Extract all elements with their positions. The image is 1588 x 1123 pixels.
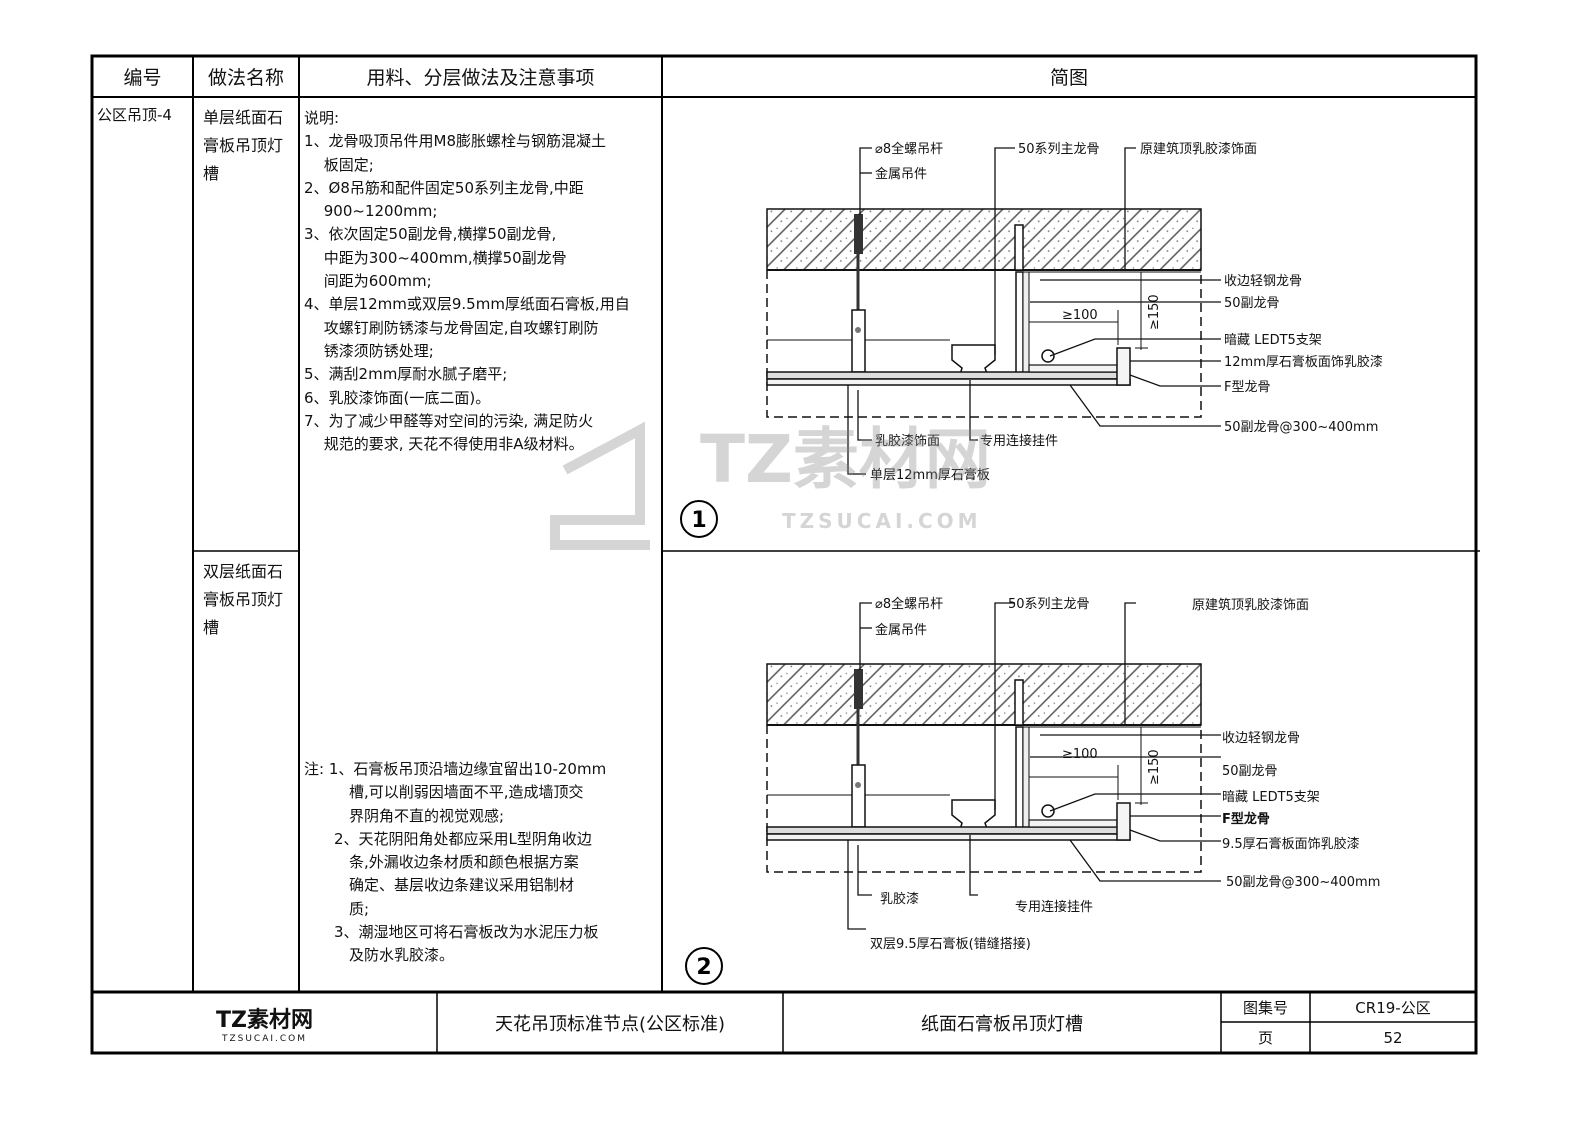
label-f-keel: F型龙骨 xyxy=(1222,811,1270,827)
detail-1-number: 1 xyxy=(691,508,706,533)
drawing-title: 纸面石膏板吊顶灯槽 xyxy=(921,1014,1083,1035)
note-line: 质; xyxy=(304,899,370,918)
detail-2-number: 2 xyxy=(696,955,711,980)
label-board-paint: 12mm厚石膏板面饰乳胶漆 xyxy=(1224,354,1383,370)
page-label: 页 xyxy=(1257,1029,1273,1047)
label-connector: 专用连接挂件 xyxy=(980,433,1058,449)
method-name-1: 单层纸面石 膏板吊顶灯 槽 xyxy=(203,104,283,188)
description-line: 2、Ø8吊筋和配件固定50系列主龙骨,中距 xyxy=(304,178,584,197)
description-line: 攻螺钉刷防锈漆与龙骨固定,自攻螺钉刷防 xyxy=(304,318,599,337)
detail-2-labels: ⌀8全螺吊杆 金属吊件 50系列主龙骨 原建筑顶乳胶漆饰面 收边轻钢龙骨 50副… xyxy=(870,596,1380,952)
label-connector: 专用连接挂件 xyxy=(1015,899,1093,915)
watermark-url: TZSUCAI.COM xyxy=(782,509,982,533)
label-rod: ⌀8全螺吊杆 xyxy=(875,596,943,612)
dim-height: ≥150 xyxy=(1147,294,1162,330)
detail-1-marker xyxy=(680,500,718,538)
logo-url: TZSUCAI.COM xyxy=(221,1034,308,1044)
note-line: 注: 1、石膏板吊顶沿墙边缘宜留出10-20mm xyxy=(304,760,607,778)
label-ceiling: 原建筑顶乳胶漆饰面 xyxy=(1192,597,1309,613)
watermark-brand: TZ素材网 xyxy=(700,421,991,498)
label-paint: 乳胶漆饰面 xyxy=(875,433,940,449)
watermark: TZ素材网 TZSUCAI.COM xyxy=(550,421,991,550)
method-line: 膏板吊顶灯 xyxy=(203,590,284,609)
method-name-2: 双层纸面石 膏板吊顶灯 槽 xyxy=(203,558,283,642)
method-line: 槽 xyxy=(203,164,220,183)
description-line: 6、乳胶漆饰面(一底二面)。 xyxy=(304,388,491,407)
label-sub-keel-spacing: 50副龙骨@300~400mm xyxy=(1224,420,1378,435)
label-rod: ⌀8全螺吊杆 xyxy=(875,141,943,157)
label-board: 单层12mm厚石膏板 xyxy=(870,467,990,483)
label-board: 双层9.5厚石膏板(错缝搭接) xyxy=(870,936,1031,952)
note-line: 及防水乳胶漆。 xyxy=(304,946,455,965)
label-edge-keel: 收边轻钢龙骨 xyxy=(1224,274,1302,289)
label-hanger: 金属吊件 xyxy=(875,622,927,638)
label-f-keel: F型龙骨 xyxy=(1224,380,1270,395)
detail-2-marker xyxy=(685,947,723,985)
description-line: 锈漆须防锈处理; xyxy=(304,341,434,360)
description-line: 说明: xyxy=(304,109,340,127)
description-line: 规范的要求, 天花不得使用非A级材料。 xyxy=(304,435,584,454)
dim-width: ≥100 xyxy=(1062,747,1098,762)
note-line: 2、天花阴阳角处都应采用L型阴角收边 xyxy=(304,829,592,848)
logo-brand: TZ素材网 xyxy=(216,1008,313,1033)
description-line: 中距为300~400mm,横撑50副龙骨 xyxy=(304,248,567,267)
header-method: 做法名称 xyxy=(207,67,284,89)
atlas-value: CR19-公区 xyxy=(1355,999,1431,1017)
header-code: 编号 xyxy=(123,67,162,89)
label-led: 暗藏 LEDT5支架 xyxy=(1222,790,1320,805)
label-main-keel: 50系列主龙骨 xyxy=(1018,142,1100,157)
description-line: 间距为600mm; xyxy=(304,272,432,291)
description-line: 4、单层12mm或双层9.5mm厚纸面石膏板,用自 xyxy=(304,295,630,314)
label-board-paint: 9.5厚石膏板面饰乳胶漆 xyxy=(1222,836,1360,852)
label-edge-keel: 收边轻钢龙骨 xyxy=(1222,731,1300,746)
label-sub-keel-spacing: 50副龙骨@300~400mm xyxy=(1226,875,1380,890)
description-line: 板固定; xyxy=(304,155,374,174)
description-text: 说明: 1、龙骨吸顶吊件用M8膨胀螺栓与钢筋混凝土 板固定; 2、Ø8吊筋和配件固定… xyxy=(304,107,630,456)
note-line: 槽,可以削弱因墙面不平,造成墙顶交 xyxy=(304,783,584,802)
atlas-label: 图集号 xyxy=(1242,999,1288,1017)
dim-width: ≥100 xyxy=(1062,308,1098,323)
label-sub-keel: 50副龙骨 xyxy=(1222,764,1278,779)
description-line: 3、依次固定50副龙骨,横撑50副龙骨, xyxy=(304,225,557,244)
series-title: 天花吊顶标准节点(公区标准) xyxy=(494,1014,726,1035)
note-line: 条,外漏收边条材质和颜色根据方案 xyxy=(304,853,579,872)
method-line: 单层纸面石 xyxy=(203,108,284,127)
label-paint: 乳胶漆 xyxy=(880,891,919,907)
page-number: 52 xyxy=(1383,1028,1403,1047)
note-line: 确定、基层收边条建议采用铝制材 xyxy=(304,876,575,895)
method-line: 槽 xyxy=(203,618,220,637)
notes-text: 注: 1、石膏板吊顶沿墙边缘宜留出10-20mm 槽,可以削弱因墙面不平,造成墙… xyxy=(304,758,606,968)
header-sketch: 简图 xyxy=(1049,67,1088,89)
description-line: 7、为了减少甲醛等对空间的污染, 满足防火 xyxy=(304,411,594,430)
description-line: 900~1200mm; xyxy=(304,202,438,221)
description-line: 5、满刮2mm厚耐水腻子磨平; xyxy=(304,365,508,384)
note-line: 3、潮湿地区可将石膏板改为水泥压力板 xyxy=(304,923,599,942)
method-line: 双层纸面石 xyxy=(203,562,284,581)
note-line: 界阴角不直的视觉观感; xyxy=(304,806,505,825)
header-materials: 用料、分层做法及注意事项 xyxy=(366,67,595,89)
description-line: 1、龙骨吸顶吊件用M8膨胀螺栓与钢筋混凝土 xyxy=(304,132,607,151)
label-sub-keel: 50副龙骨 xyxy=(1224,296,1280,311)
label-hanger: 金属吊件 xyxy=(875,166,927,182)
title-logo: TZ素材网 TZSUCAI.COM xyxy=(92,993,437,1053)
method-line: 膏板吊顶灯 xyxy=(203,136,284,155)
dim-height: ≥150 xyxy=(1147,749,1162,785)
item-code: 公区吊顶-4 xyxy=(97,106,172,124)
label-led: 暗藏 LEDT5支架 xyxy=(1224,333,1322,348)
label-ceiling: 原建筑顶乳胶漆饰面 xyxy=(1140,141,1257,157)
detail-1-labels: ⌀8全螺吊杆 金属吊件 50系列主龙骨 原建筑顶乳胶漆饰面 收边轻钢龙骨 50副… xyxy=(870,141,1383,483)
label-main-keel: 50系列主龙骨 xyxy=(1008,597,1090,612)
